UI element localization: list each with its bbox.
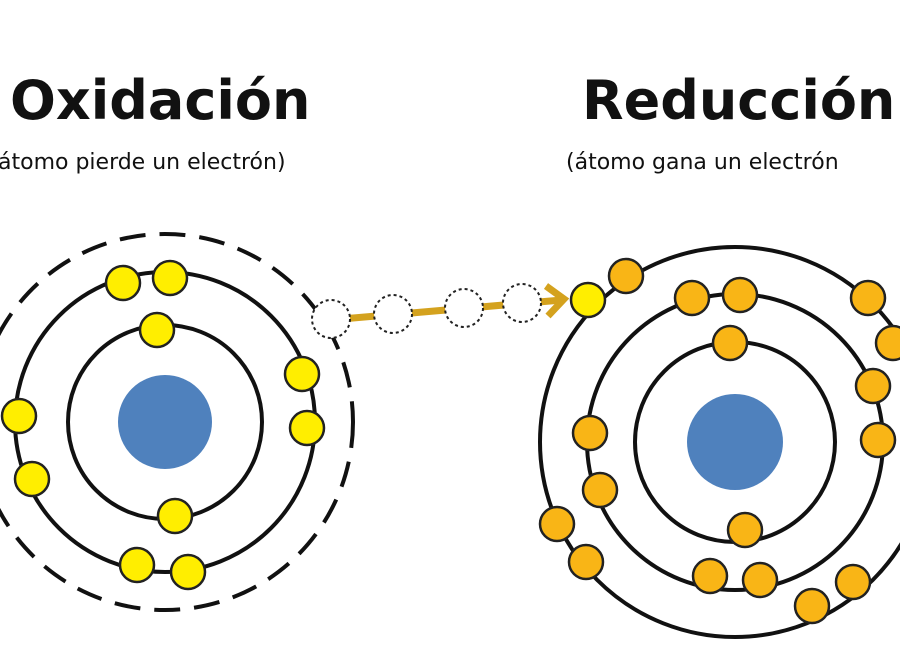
outer-orbit bbox=[538, 245, 900, 639]
arrow-head bbox=[543, 283, 570, 319]
electron bbox=[169, 553, 207, 591]
electron bbox=[834, 563, 872, 601]
nucleus bbox=[687, 394, 783, 490]
reduction-subtitle: (átomo gana un electrón bbox=[566, 150, 839, 175]
electron bbox=[581, 471, 619, 509]
electron bbox=[0, 397, 38, 435]
electron bbox=[151, 259, 189, 297]
electron bbox=[104, 264, 142, 302]
electron-transfer-arrow bbox=[311, 283, 570, 339]
electron bbox=[673, 279, 711, 317]
electron bbox=[138, 311, 176, 349]
reduction-electrons bbox=[538, 257, 900, 625]
electron bbox=[711, 324, 749, 362]
electron bbox=[571, 414, 609, 452]
reduction-title: Reducción bbox=[582, 69, 896, 132]
electron bbox=[874, 324, 900, 362]
electron bbox=[283, 355, 321, 393]
electron bbox=[288, 409, 326, 447]
electron bbox=[13, 460, 51, 498]
electron bbox=[691, 557, 729, 595]
electron bbox=[156, 497, 194, 535]
oxidation-title: Oxidación bbox=[10, 69, 311, 132]
ghost-electron bbox=[444, 288, 484, 328]
ghost-electron bbox=[502, 283, 542, 323]
electron bbox=[567, 543, 605, 581]
electron bbox=[118, 546, 156, 584]
reduction-atom bbox=[538, 245, 900, 639]
electron bbox=[849, 279, 887, 317]
oxidation-subtitle: átomo pierde un electrón) bbox=[0, 150, 286, 175]
electron bbox=[741, 561, 779, 599]
electron bbox=[726, 511, 764, 549]
nucleus bbox=[118, 375, 212, 469]
electron bbox=[793, 587, 831, 625]
electron bbox=[859, 421, 897, 459]
electron bbox=[721, 276, 759, 314]
ghost-electron bbox=[373, 294, 413, 334]
electron bbox=[538, 505, 576, 543]
oxidation-electrons bbox=[0, 259, 326, 591]
lost-outer-shell bbox=[0, 232, 355, 612]
electron bbox=[569, 281, 607, 319]
electron bbox=[607, 257, 645, 295]
oxidation-atom bbox=[0, 232, 355, 612]
electron bbox=[854, 367, 892, 405]
ghost-electron bbox=[311, 299, 351, 339]
